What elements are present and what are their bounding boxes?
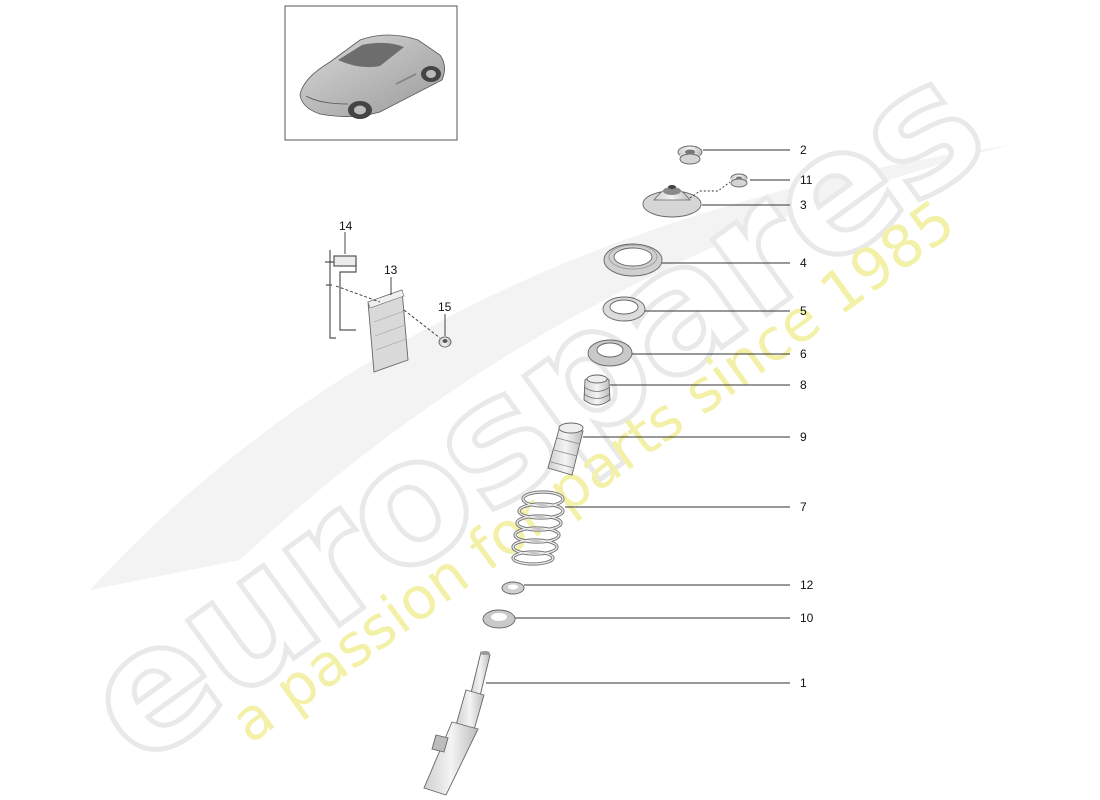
part-7-coil-spring-highlight	[512, 491, 564, 565]
part-3-strut-mount	[642, 185, 702, 218]
leader-13-to-15	[403, 309, 441, 339]
callout-label-15: 15	[438, 300, 452, 314]
part-9-dust-boot	[547, 422, 584, 476]
callout-label-12: 12	[800, 578, 814, 592]
part-4-support-ring	[603, 243, 663, 277]
leader-lines	[335, 149, 790, 684]
parts	[325, 145, 748, 796]
callout-labels: 2 11 3 4 5 6 8 9 7 12 10 1 14 13 15	[339, 143, 814, 690]
callout-label-5: 5	[800, 304, 807, 318]
part-8-bump-stop	[583, 374, 611, 406]
callout-label-8: 8	[800, 378, 807, 392]
part-14-bracket	[325, 250, 357, 339]
part-11-nut	[730, 173, 748, 188]
callout-label-4: 4	[800, 256, 807, 270]
part-12-washer	[501, 581, 525, 595]
part-5-washer	[602, 296, 646, 322]
part-1-shock-absorber	[423, 651, 491, 796]
callout-label-7: 7	[800, 500, 807, 514]
leader-14-to-13	[335, 285, 381, 303]
part-2-nut	[677, 145, 703, 165]
leader-3-to-11	[689, 181, 731, 199]
vehicle-thumbnail	[284, 5, 458, 141]
callout-label-11: 11	[800, 173, 813, 187]
car-icon	[299, 34, 445, 119]
callout-label-1: 1	[800, 676, 807, 690]
callout-label-2: 2	[800, 143, 807, 157]
part-6-spring-seat	[587, 339, 633, 367]
callout-label-10: 10	[800, 611, 814, 625]
part-15-fastener	[438, 336, 452, 348]
callout-label-14: 14	[339, 219, 353, 233]
callout-label-6: 6	[800, 347, 807, 361]
part-13-control-unit	[367, 289, 409, 373]
part-10-lower-seat	[482, 609, 516, 629]
callout-label-3: 3	[800, 198, 807, 212]
watermark-swoosh	[90, 145, 1010, 590]
callout-label-9: 9	[800, 430, 807, 444]
callout-label-13: 13	[384, 263, 398, 277]
